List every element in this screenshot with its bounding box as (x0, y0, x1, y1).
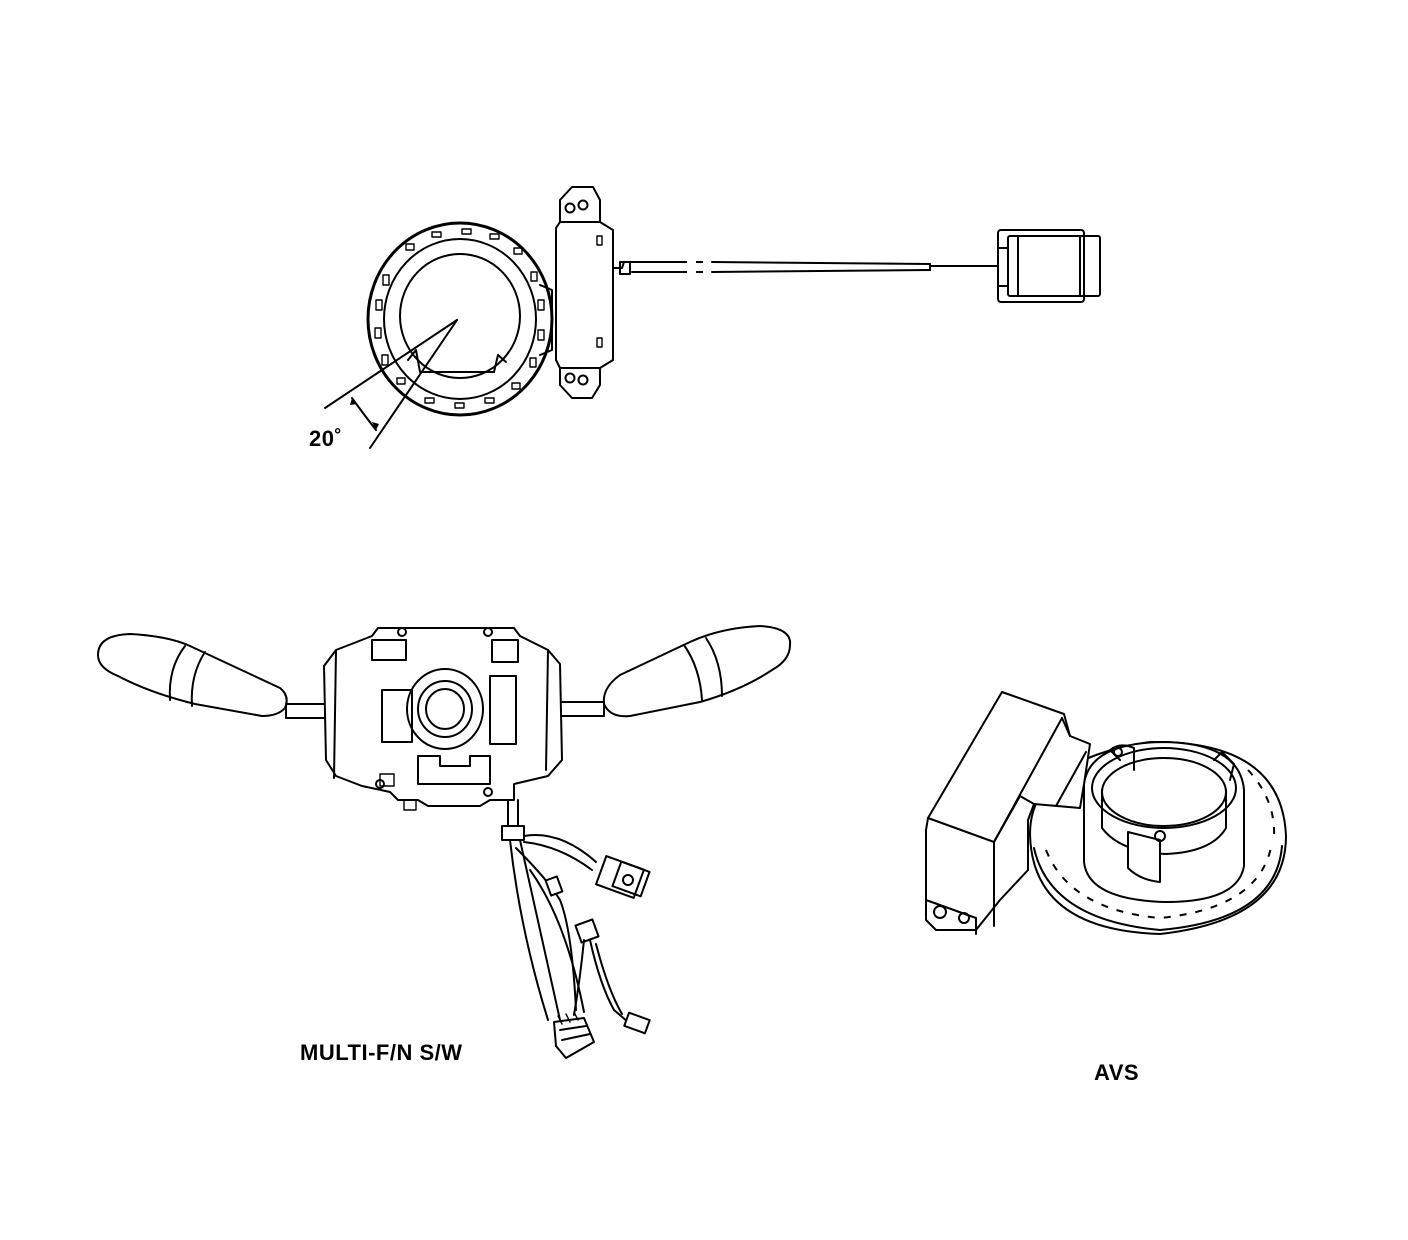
clock-spring-assembly (324, 186, 1101, 449)
avs-cylinder (1083, 741, 1245, 903)
right-stalk (557, 625, 792, 718)
avs-control-box (925, 691, 1091, 935)
sensor-cable (612, 261, 1001, 275)
multi-function-switch-label: MULTI-F/N S/W (300, 1040, 463, 1065)
angle-indicator (324, 319, 458, 449)
sensor-connector (997, 229, 1101, 303)
mounting-bracket (555, 186, 614, 399)
multi-function-switch (97, 625, 792, 1059)
angle-label: 20˚ (309, 426, 343, 451)
left-stalk (97, 633, 327, 719)
harness-connector (595, 855, 651, 899)
avs-unit (925, 691, 1287, 935)
switch-body (323, 627, 563, 811)
sensor-ring (366, 221, 554, 417)
avs-label: AVS (1094, 1060, 1140, 1085)
harness-end-connector (553, 1011, 595, 1059)
wire-harness (501, 799, 651, 1059)
